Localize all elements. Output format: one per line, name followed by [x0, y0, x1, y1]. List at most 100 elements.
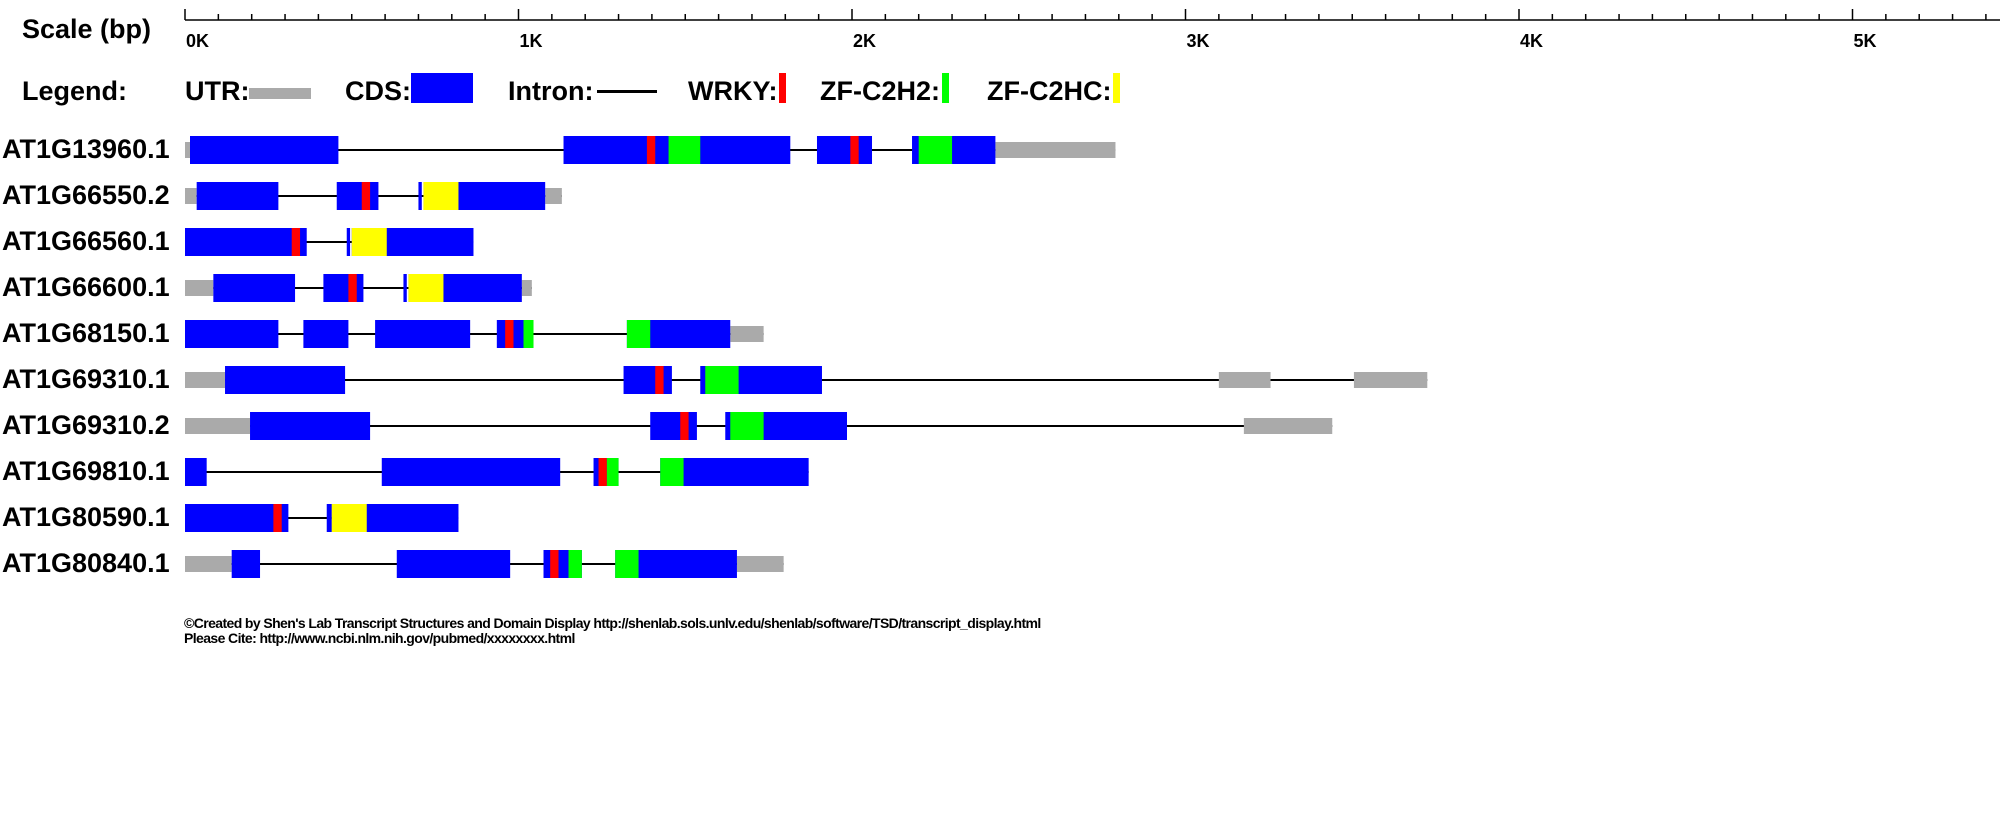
utr-segment [185, 188, 197, 204]
domain-zf-c2h2 [705, 366, 739, 394]
transcript-row [185, 412, 1333, 440]
transcript-name: AT1G80590.1 [2, 502, 170, 532]
cds-exon [323, 274, 364, 302]
domain-wrky [680, 412, 689, 440]
legend-item-domain: ZF-C2H2: [820, 72, 949, 107]
domain-zf-c2hc [423, 182, 459, 210]
cds-exon [408, 274, 522, 302]
utr-segment [545, 188, 562, 204]
transcript-name: AT1G69310.2 [2, 410, 170, 440]
transcript-row [185, 228, 474, 256]
legend-swatch [249, 87, 312, 99]
legend-item-domain: ZF-C2HC: [987, 72, 1121, 107]
transcript-name: AT1G80840.1 [2, 548, 170, 578]
cds-exon [225, 366, 346, 394]
legend-swatch [1113, 72, 1121, 103]
transcript-row [185, 136, 1116, 164]
legend-item-utr: UTR: [185, 76, 312, 107]
utr-segment [185, 556, 232, 572]
utr-segment [730, 326, 764, 342]
cds-exon [185, 504, 289, 532]
cds-exon [185, 458, 207, 486]
cds-exon [700, 366, 822, 394]
cds-exon [396, 550, 511, 578]
cds-exon [423, 182, 546, 210]
cds-exon [381, 458, 561, 486]
cds-exon [660, 458, 809, 486]
scale-tick-label: 2K [853, 31, 877, 51]
cds-exon [563, 136, 791, 164]
domain-zf-c2hc [408, 274, 444, 302]
transcript-row [185, 182, 562, 210]
utr-segment [1218, 372, 1271, 388]
transcript-name: AT1G68150.1 [2, 318, 170, 348]
cds-exon [403, 274, 407, 302]
scale-tick-label: 3K [1186, 31, 1210, 51]
cds-exon [190, 136, 339, 164]
legend-item-domain: WRKY: [688, 72, 787, 107]
domain-zf-c2h2 [918, 136, 953, 164]
domain-wrky [646, 136, 656, 164]
domain-wrky [291, 228, 301, 256]
transcript-name: AT1G69310.1 [2, 364, 170, 394]
utr-segment [995, 142, 1116, 158]
transcript-name: AT1G66560.1 [2, 226, 170, 256]
transcript-name: AT1G66550.2 [2, 180, 170, 210]
domain-zf-c2h2 [523, 320, 534, 348]
cds-exon [375, 320, 471, 348]
cds-exon [231, 550, 261, 578]
legend-swatch [597, 90, 658, 93]
transcript-row [185, 550, 784, 578]
cds-exon [326, 504, 332, 532]
cds-exon [650, 412, 697, 440]
scale-axis [184, 9, 2000, 21]
utr-segment [185, 280, 214, 296]
utr-segment [1243, 418, 1333, 434]
footer-citation: Please Cite: http://www.ncbi.nlm.nih.gov… [184, 630, 575, 646]
legend-title: Legend: [22, 76, 127, 106]
transcript-row [185, 366, 1428, 394]
transcript-row [185, 274, 532, 302]
domain-zf-c2h2 [660, 458, 684, 486]
cds-exon [543, 550, 582, 578]
cds-exon [593, 458, 619, 486]
legend-label: ZF-C2H2: [820, 76, 940, 106]
scale-title: Scale (bp) [22, 14, 152, 44]
domain-zf-c2h2 [668, 136, 701, 164]
legend-swatch [942, 72, 949, 103]
transcript-name: AT1G69810.1 [2, 456, 170, 486]
cds-exon [196, 182, 279, 210]
domain-wrky [348, 274, 357, 302]
utr-segment [185, 372, 226, 388]
domain-zf-c2h2 [615, 550, 639, 578]
cds-exon [418, 182, 422, 210]
legend-label: CDS: [345, 76, 411, 106]
transcript-name: AT1G13960.1 [2, 134, 170, 164]
legend-label: Intron: [508, 76, 594, 106]
domain-wrky [655, 366, 664, 394]
utr-segment [521, 280, 532, 296]
cds-exon [816, 136, 873, 164]
utr-segment [185, 418, 251, 434]
transcript-row [185, 320, 764, 348]
cds-exon [303, 320, 349, 348]
domain-zf-c2h2 [626, 320, 651, 348]
cds-exon [346, 228, 351, 256]
scale-tick-label: 0K [186, 31, 210, 51]
legend-item-intron: Intron: [508, 76, 658, 107]
utr-segment [185, 142, 191, 158]
cds-exon [615, 550, 737, 578]
domain-wrky [550, 550, 559, 578]
legend-label: WRKY: [688, 76, 778, 106]
cds-exon [185, 228, 307, 256]
domain-zf-c2h2 [606, 458, 619, 486]
legend-label: ZF-C2HC: [987, 76, 1112, 106]
cds-exon [331, 504, 459, 532]
legend-swatch [779, 72, 787, 103]
cds-exon [623, 366, 672, 394]
cds-exon [912, 136, 996, 164]
cds-exon [725, 412, 847, 440]
scale-tick-label: 1K [519, 31, 543, 51]
utr-segment [1353, 372, 1428, 388]
